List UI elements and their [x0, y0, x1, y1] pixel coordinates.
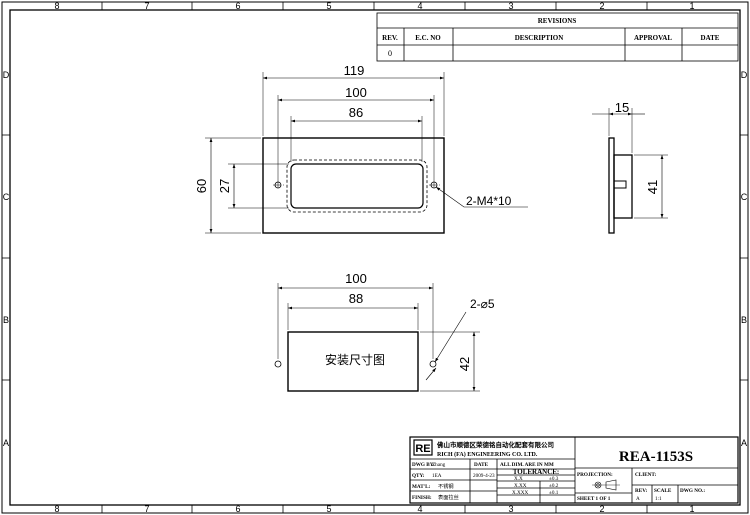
- front-dim-27: 27: [217, 179, 232, 193]
- revision-row-rev: 0: [388, 49, 392, 58]
- finish-label: FINISH:: [412, 495, 432, 501]
- col-label-bottom: 1: [689, 504, 694, 514]
- date-label: DATE: [474, 462, 489, 468]
- col-label-top: 6: [235, 1, 240, 11]
- col-label-top: 3: [508, 1, 513, 11]
- side-stud: [613, 180, 627, 189]
- front-dim-100: 100: [345, 85, 367, 100]
- cutout-hole-leader: [434, 311, 467, 363]
- cutout-rectangle: [287, 331, 419, 392]
- row-label-left: A: [3, 438, 9, 448]
- row-label-left: C: [3, 192, 10, 202]
- description-header: DESCRIPTION: [515, 34, 564, 42]
- dim-note: ALL DIM. ARE IN MM: [500, 462, 554, 468]
- tolerance-value: ±0.3: [549, 476, 559, 482]
- revisions-title: REVISIONS: [538, 17, 577, 25]
- col-label-top: 4: [417, 1, 422, 11]
- revisions-table: REVISIONS REV. E.C. NO DESCRIPTION APPRO…: [376, 12, 739, 62]
- projection-symbol-icon: [592, 479, 620, 491]
- col-label-top: 2: [599, 1, 604, 11]
- company-name-cn: 佛山市顺德区荣德铭自动化配套有限公司: [436, 440, 554, 449]
- dwg-by-label: DWG BY:: [412, 462, 435, 468]
- front-dim-86: 86: [349, 105, 363, 120]
- title-block: RE 佛山市顺德区荣德铭自动化配套有限公司 RICH (FA) ENGINEER…: [409, 436, 739, 504]
- tolerance-key: X.XXX: [512, 490, 529, 496]
- col-label-bottom: 3: [508, 504, 513, 514]
- col-label-bottom: 4: [417, 504, 422, 514]
- col-label-top: 8: [54, 1, 59, 11]
- front-flange-dashed: [286, 159, 428, 213]
- front-outer-plate: [262, 137, 445, 234]
- sheet-label: SHEET 1 OF 1: [577, 496, 611, 502]
- matl-value: 不锈钢: [438, 482, 454, 490]
- col-label-top: 7: [144, 1, 149, 11]
- cutout-dim-42: 42: [457, 357, 472, 371]
- cutout-hole-right: [429, 360, 437, 368]
- front-dim-60: 60: [194, 179, 209, 193]
- front-view: 119 100 86 60 27 2-M4*10: [194, 63, 528, 234]
- tolerance-value: ±0.2: [549, 483, 559, 489]
- scale-label: SCALE: [654, 488, 672, 494]
- company-logo: RE: [415, 443, 430, 455]
- row-label-right: D: [741, 70, 748, 80]
- row-label-left: B: [3, 315, 9, 325]
- side-plate: [608, 137, 615, 234]
- client-label: CLIENT:: [635, 472, 657, 478]
- cutout-hole-left: [274, 360, 282, 368]
- date-value: 2009-4-23: [473, 473, 495, 479]
- tolerance-value: ±0.1: [549, 490, 559, 496]
- front-hole-callout: 2-M4*10: [466, 194, 512, 208]
- front-inner-recess: [290, 163, 424, 209]
- rev-label: REV:: [635, 488, 647, 494]
- projection-label: PROJECTION:: [577, 472, 613, 478]
- matl-label: MAT'L:: [412, 484, 431, 490]
- col-label-top: 1: [689, 1, 694, 11]
- rev-header: REV.: [382, 34, 398, 42]
- ec-no-header: E.C. NO: [415, 34, 441, 42]
- finish-value: 表面拉丝: [438, 493, 459, 501]
- row-label-right: C: [741, 192, 748, 202]
- tolerance-key: X.X: [514, 476, 523, 482]
- side-view: 15 41: [592, 100, 668, 234]
- front-dim-119: 119: [344, 63, 365, 78]
- approval-header: APPROVAL: [634, 34, 672, 42]
- side-dim-41: 41: [645, 180, 660, 194]
- logo-box: [413, 439, 433, 456]
- col-label-bottom: 8: [54, 504, 59, 514]
- date-header: DATE: [701, 34, 720, 42]
- rev-value: A: [636, 496, 640, 502]
- col-label-bottom: 2: [599, 504, 604, 514]
- col-label-bottom: 7: [144, 504, 149, 514]
- cutout-dim-100: 100: [345, 271, 367, 286]
- row-label-right: B: [741, 315, 747, 325]
- qty-value: 1EA: [432, 473, 442, 479]
- side-dim-15: 15: [615, 100, 629, 115]
- cutout-dim-88: 88: [349, 291, 363, 306]
- cutout-view: 100 88 42 2-⌀5 安装尺寸图: [274, 271, 495, 392]
- tolerance-key: X.XX: [514, 483, 527, 489]
- col-label-bottom: 6: [235, 504, 240, 514]
- row-label-right: A: [741, 438, 747, 448]
- scale-value: 1:1: [655, 496, 662, 502]
- cutout-hole-callout: 2-⌀5: [470, 297, 495, 311]
- dwg-no-label: DWG NO.:: [680, 488, 705, 494]
- front-hole-leader: [435, 186, 528, 208]
- dwg-by-value: Zhang: [432, 462, 446, 468]
- col-label-top: 5: [326, 1, 331, 11]
- cutout-label: 安装尺寸图: [325, 352, 385, 367]
- side-body: [613, 154, 633, 219]
- tolerance-label: TOLERANCE:: [513, 468, 560, 476]
- qty-label: QTY:: [412, 473, 425, 479]
- border-labels: 8 7 6 5 4 3 2 1 8 7 6 5 4 3 2 1 D C B A …: [3, 1, 748, 514]
- drawing-number: REA-1153S: [619, 449, 693, 465]
- row-label-left: D: [3, 70, 10, 80]
- company-name-en: RICH (FA) ENGINEERING CO. LTD.: [437, 451, 538, 458]
- col-label-bottom: 5: [326, 504, 331, 514]
